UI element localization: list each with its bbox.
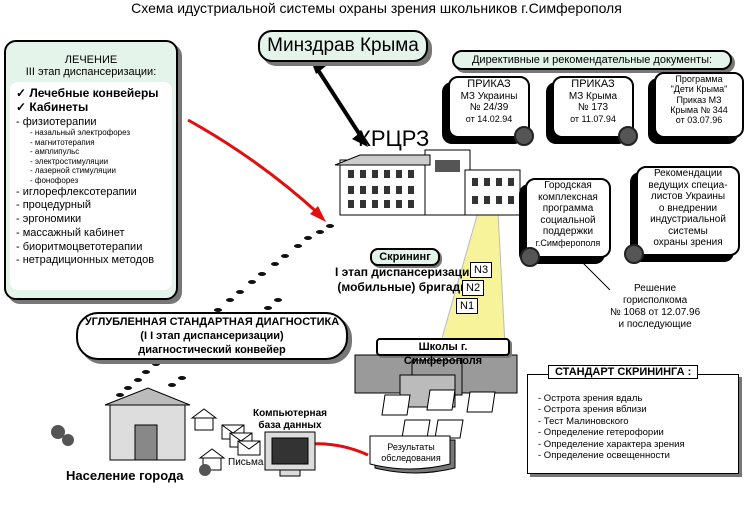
computer-db-label: Компьютерная база данных — [253, 408, 327, 431]
list-item: - массажный кабинет — [16, 226, 125, 239]
other-list: - иглорефлексотерапии - процедурный - эр… — [16, 186, 166, 269]
list-item: - Острота зрения вдаль — [538, 393, 643, 404]
schools-buildings — [354, 354, 518, 408]
decision-note: Решение горисполкома № 1068 от 12.07.96 … — [610, 283, 701, 330]
ministry-link-arrow — [316, 68, 362, 137]
paper-stream — [381, 389, 496, 439]
treatment-list: ✓ Лечебные конвейеры ✓ Кабинеты - физиот… — [10, 82, 172, 290]
doc-scroll-4: Городская комплексная программа социальн… — [525, 178, 611, 258]
list-item: - фонофорез — [30, 175, 79, 185]
list-item: - назальный электрофорез — [30, 128, 131, 137]
seal-icon — [520, 247, 540, 267]
standard-list: - Острота зрения вдаль - Острота зрения … — [528, 393, 738, 461]
treatment-heading: ЛЕЧЕНИЕ — [64, 54, 118, 66]
list-item: - Тест Малиновского — [538, 415, 629, 427]
center-label: КРЦРЗ — [358, 126, 430, 151]
doc-scroll-5: Рекомендации ведущих специа- листов Укра… — [636, 166, 740, 256]
seal-icon — [618, 126, 638, 146]
trees — [51, 425, 211, 476]
team-badge-n3: N3 — [470, 262, 493, 278]
list-item: - эргономики — [16, 213, 82, 226]
standard-screening-box: СТАНДАРТ СКРИНИНГА : - Острота зрения вд… — [527, 365, 739, 474]
check-cabinets: ✓ Кабинеты — [16, 100, 89, 114]
results-stack — [369, 435, 456, 474]
city-building — [104, 387, 191, 461]
screening-label: Скрининг — [370, 248, 440, 266]
list-item: - лазерной стимуляции — [30, 166, 117, 176]
results-label: Результаты обследования — [381, 442, 441, 463]
list-item: - электростимуляции — [30, 156, 109, 166]
population-label: Население города — [66, 468, 184, 483]
list-item: - магнитотерапия — [30, 137, 95, 147]
doc-scroll-3: Программа "Дети Крыма" Приказ МЗ Крыма №… — [654, 72, 744, 138]
list-item: - нетрадиционных методов — [16, 254, 155, 267]
page-title: Схема идустриальной системы охраны зрени… — [131, 0, 622, 16]
check-conveyors: ✓ Лечебные конвейеры — [16, 86, 159, 100]
treatment-subheading: III этап диспансеризации: — [25, 66, 157, 78]
list-item: - биоритмоцветотерапии — [16, 240, 143, 253]
list-item: - амплипульс — [30, 147, 80, 157]
treatment-red-arrow — [187, 118, 322, 217]
list-item: - Острота зрения вблизи — [538, 404, 647, 416]
deep-diagnostics-box: УГЛУБЛЕННАЯ СТАНДАРТНАЯ ДИАГНОСТИКА (I I… — [76, 312, 348, 360]
list-item: - иглорефлексотерапии — [16, 185, 137, 198]
letters-label: Письма — [228, 457, 264, 468]
seal-icon — [514, 126, 534, 146]
list-item: - Определение освещенности — [538, 449, 670, 461]
team-badge-n1: N1 — [456, 298, 479, 314]
ministry-box: Минздрав Крыма — [258, 30, 428, 62]
standard-heading: СТАНДАРТ СКРИНИНГА : — [548, 365, 699, 379]
list-item: - процедурный — [16, 199, 92, 212]
computer-icon — [264, 431, 316, 477]
house-icons — [190, 408, 226, 471]
physio-title: - физиотерапии — [16, 116, 97, 128]
letters-icons — [221, 424, 261, 456]
team-badge-n2: N2 — [462, 280, 485, 296]
schools-label: Школы г. Симферополя — [376, 338, 510, 367]
list-item: - Определение гетерофории — [538, 427, 664, 439]
screening-text: I этап диспансеризации (мобильные) брига… — [335, 265, 477, 294]
list-item: - Определение характера зрения — [538, 438, 685, 450]
treatment-panel: ЛЕЧЕНИЕ III этап диспансеризации: ✓ Лече… — [4, 40, 178, 300]
directives-heading: Директивные и рекомендательные документы… — [452, 50, 732, 70]
physio-list: - назальный электрофорез - магнитотерапи… — [16, 128, 166, 186]
seal-icon — [624, 244, 644, 264]
